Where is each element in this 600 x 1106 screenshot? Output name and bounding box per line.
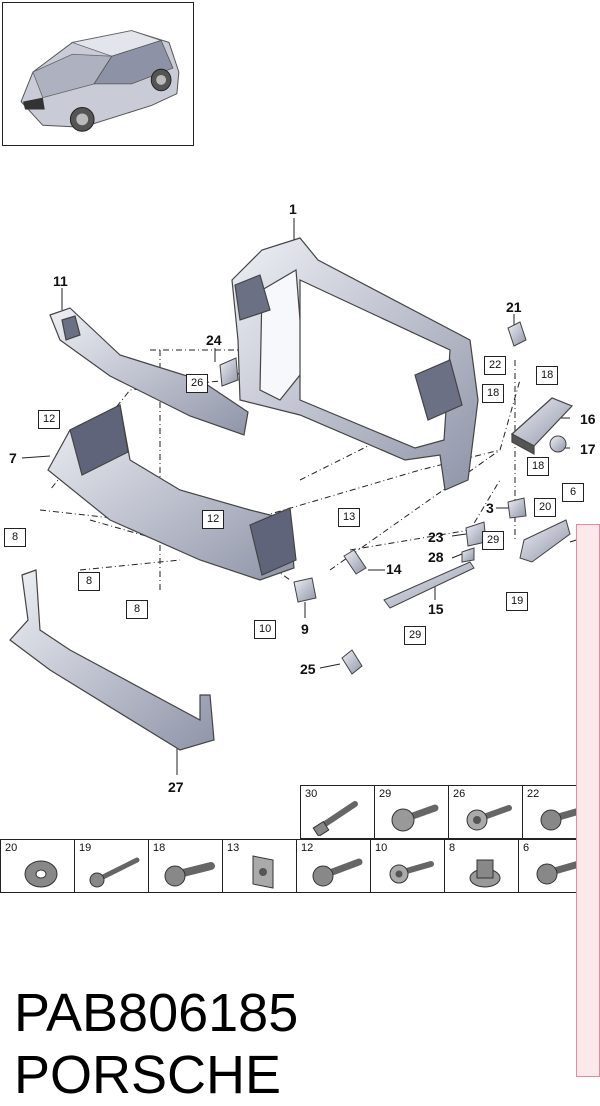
fastener-number: 8 <box>449 842 456 854</box>
fastener-cell: 29 <box>374 785 449 839</box>
fastener-cell: 8 <box>444 839 519 893</box>
fastener-cell: 26 <box>448 785 523 839</box>
box-label-8: 8 <box>78 572 100 591</box>
callout-24: 24 <box>206 332 222 348</box>
flange-nut-icon <box>469 859 501 888</box>
callout-7: 7 <box>9 450 17 466</box>
footer-caption: PAB806185PORSCHE <box>14 982 600 1106</box>
hex-bolt-icon <box>312 858 363 887</box>
fastener-number: 18 <box>153 842 166 854</box>
long-bolt-icon <box>312 801 358 836</box>
fastener-number: 12 <box>301 842 314 854</box>
hex-bolt-icon <box>164 862 215 887</box>
clip-nut-icon <box>252 855 274 889</box>
flange-bolt-icon <box>391 804 439 832</box>
fastener-number: 10 <box>375 842 388 854</box>
callout-21: 21 <box>506 299 522 315</box>
fastener-number: 6 <box>523 842 530 854</box>
fastener-number: 22 <box>527 788 540 800</box>
fastener-cell: 20 <box>0 839 75 893</box>
box-label-6: 6 <box>562 483 584 502</box>
torx-bolt-icon <box>466 805 512 831</box>
box-label-29: 29 <box>404 626 427 645</box>
fastener-cell: 10 <box>370 839 445 893</box>
fastener-number: 20 <box>5 842 18 854</box>
fastener-table-bottom: 20 19 18 13 12 10 8 6 <box>0 839 593 893</box>
box-label-18: 18 <box>482 384 505 403</box>
box-label-8: 8 <box>126 600 148 619</box>
box-label-12: 12 <box>38 410 61 429</box>
box-label-8: 8 <box>4 528 26 547</box>
callout-11: 11 <box>53 273 68 289</box>
box-label-19: 19 <box>506 592 529 611</box>
box-label-12: 12 <box>202 510 225 529</box>
washer-icon <box>24 860 58 888</box>
fastener-cell: 30 <box>300 785 375 839</box>
box-label-20: 20 <box>534 498 557 517</box>
box-label-10: 10 <box>254 620 277 639</box>
fastener-table-top: 30 29 26 22 <box>300 785 597 839</box>
box-label-26: 26 <box>186 374 209 393</box>
callout-14: 14 <box>386 561 402 577</box>
callout-25: 25 <box>300 661 316 677</box>
torx-bolt-icon <box>389 861 434 884</box>
fastener-number: 29 <box>379 788 392 800</box>
brand-name: PORSCHE <box>14 1045 282 1105</box>
fastener-number: 26 <box>453 788 466 800</box>
box-label-18: 18 <box>536 366 559 385</box>
callout-1: 1 <box>289 201 297 217</box>
box-label-22: 22 <box>484 356 507 375</box>
callout-28: 28 <box>428 549 444 565</box>
callout-23: 23 <box>428 529 444 545</box>
callout-27: 27 <box>168 779 184 795</box>
fastener-number: 30 <box>305 788 318 800</box>
hex-bolt-icon <box>536 860 583 885</box>
box-label-13: 13 <box>338 508 361 527</box>
fastener-cell: 18 <box>148 839 223 893</box>
vehicle-thumbnail <box>2 2 194 146</box>
exploded-parts-diagram: 1 11 21 24 16 17 7 3 23 28 14 15 9 25 27… <box>0 190 600 800</box>
callout-16: 16 <box>580 411 596 427</box>
fastener-number: 13 <box>227 842 240 854</box>
part-number: PAB806185 <box>14 983 299 1043</box>
fastener-cell: 19 <box>74 839 149 893</box>
callout-3: 3 <box>486 500 494 516</box>
fastener-number: 19 <box>79 842 92 854</box>
long-bolt-icon <box>89 857 140 888</box>
box-label-18: 18 <box>527 457 550 476</box>
callout-17: 17 <box>580 441 596 457</box>
box-label-29: 29 <box>482 531 505 550</box>
callout-9: 9 <box>301 621 309 637</box>
suv-illustration-icon <box>20 30 180 132</box>
callout-15: 15 <box>428 601 444 617</box>
fastener-cell: 12 <box>296 839 371 893</box>
fastener-cell: 13 <box>222 839 297 893</box>
